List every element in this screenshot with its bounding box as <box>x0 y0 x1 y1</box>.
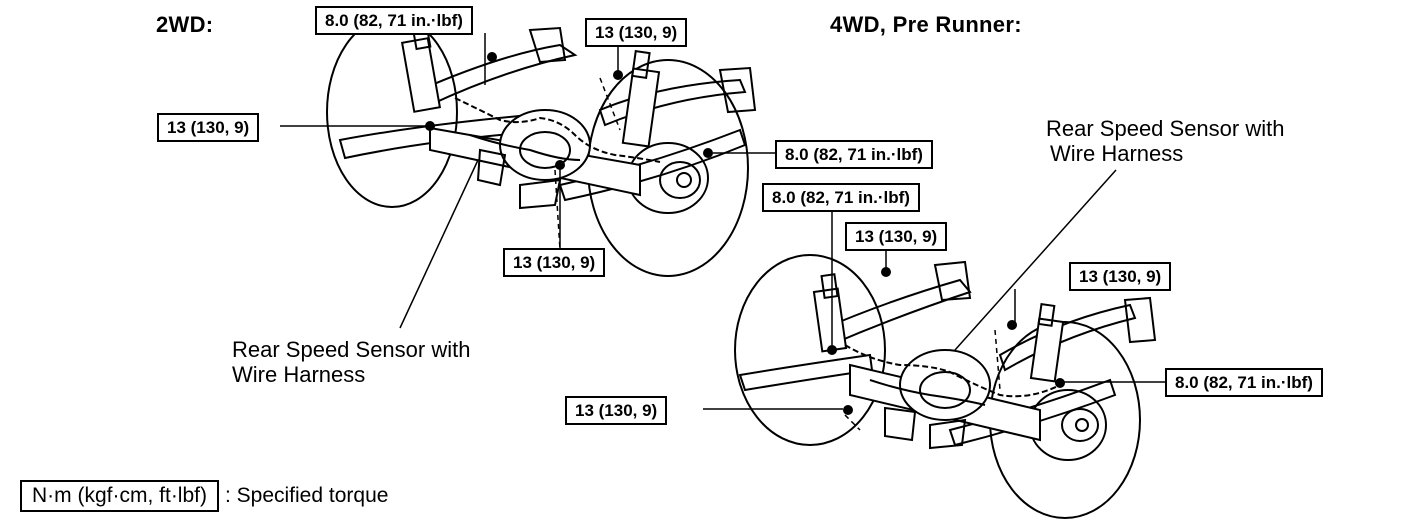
torque-label-2wd-top-b: 13 (130, 9) <box>585 18 688 47</box>
torque-label-4wd-left: 13 (130, 9) <box>565 396 668 425</box>
callout-speed-sensor-4wd: Rear Speed Sensor with Wire Harness <box>1046 116 1284 166</box>
wheel-left-2wd <box>326 16 458 208</box>
callout-speed-sensor-2wd: Rear Speed Sensor with Wire Harness <box>232 337 470 387</box>
wire-harness-4wd <box>844 344 1061 398</box>
torque-label-2wd-bottom: 13 (130, 9) <box>503 248 606 277</box>
torque-label-4wd-top-b: 13 (130, 9) <box>845 222 948 251</box>
differential-2wd <box>499 109 591 181</box>
torque-label-2wd-left: 13 (130, 9) <box>157 113 260 142</box>
heading-2wd: 2WD: <box>156 12 214 37</box>
torque-label-4wd-top-a: 8.0 (82, 71 in.·lbf) <box>762 183 920 212</box>
leaf-spring-lower-4wd <box>998 303 1137 372</box>
assembly-2wd <box>326 16 757 277</box>
callout-4wd-line1: Rear Speed Sensor with <box>1046 116 1285 141</box>
shock-absorber-right-4wd <box>1029 317 1065 383</box>
assembly-4wd <box>734 254 1157 519</box>
callout-2wd-line1: Rear Speed Sensor with <box>232 337 471 362</box>
torque-label-4wd-top-c: 13 (130, 9) <box>1069 262 1172 291</box>
torque-label-2wd-top-a: 8.0 (82, 71 in.·lbf) <box>315 6 473 35</box>
shock-absorber-left-2wd <box>400 37 442 113</box>
leader-lines <box>280 33 1165 410</box>
torque-label-2wd-right: 8.0 (82, 71 in.·lbf) <box>775 140 933 169</box>
torque-legend: N·m (kgf·cm, ft·lbf) : Specified torque <box>20 480 388 512</box>
leaf-spring-upper-2wd <box>418 43 578 107</box>
callout-4wd-line2: Wire Harness <box>1050 141 1184 166</box>
heading-4wd-pre-runner: 4WD, Pre Runner: <box>830 12 1022 37</box>
brake-drum-4wd <box>1029 389 1107 461</box>
wheel-left-4wd <box>734 254 886 446</box>
legend-description: : Specified torque <box>224 484 389 507</box>
wire-harness-2wd <box>454 97 661 163</box>
shock-absorber-right-2wd <box>621 67 661 148</box>
callout-2wd-line2: Wire Harness <box>232 362 366 387</box>
differential-4wd <box>899 349 991 421</box>
torque-label-4wd-right: 8.0 (82, 71 in.·lbf) <box>1165 368 1323 397</box>
legend-unit-box: N·m (kgf·cm, ft·lbf) <box>20 480 219 512</box>
